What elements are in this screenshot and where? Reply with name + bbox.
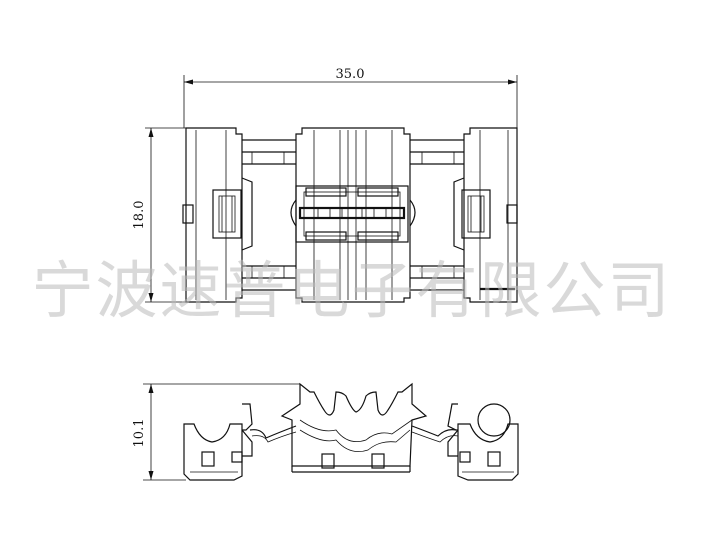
left-arms xyxy=(242,139,296,291)
dimension-side-height: 10.1 xyxy=(132,383,300,481)
right-arms xyxy=(410,139,464,291)
height-dimension-label: 18.0 xyxy=(132,201,147,230)
center-housing xyxy=(280,382,428,473)
dimension-width: 35.0 xyxy=(183,67,518,128)
center-block xyxy=(290,127,416,303)
right-wire xyxy=(411,425,457,437)
left-housing xyxy=(183,403,253,481)
right-end-block xyxy=(453,127,518,303)
left-end-block xyxy=(182,127,253,303)
side-view xyxy=(183,382,519,481)
top-view xyxy=(182,127,518,303)
dimension-height: 18.0 xyxy=(132,127,186,303)
left-wire xyxy=(249,425,297,439)
right-housing xyxy=(447,403,519,481)
width-dimension-label: 35.0 xyxy=(336,67,365,82)
side-height-dimension-label: 10.1 xyxy=(132,419,147,448)
